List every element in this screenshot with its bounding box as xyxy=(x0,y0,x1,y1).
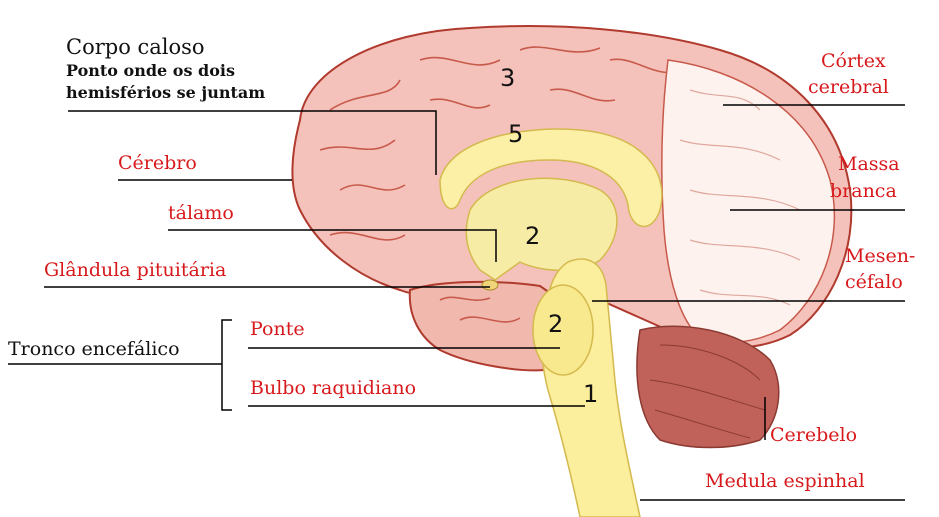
label-ponte: Ponte xyxy=(250,318,305,340)
label-corpo-caloso: Corpo caloso xyxy=(66,36,205,58)
label-bulbo-raquidiano: Bulbo raquidiano xyxy=(250,377,416,399)
label-tronco-encefalico: Tronco encefálico xyxy=(8,338,180,360)
label-corpo-caloso-desc-2: hemisférios se juntam xyxy=(66,82,265,104)
number-1: 1 xyxy=(583,380,598,408)
label-talamo: tálamo xyxy=(168,202,234,224)
label-glandula-pituitaria: Glândula pituitária xyxy=(44,259,226,281)
label-cortex-1: Córtex xyxy=(821,50,886,72)
number-3: 3 xyxy=(500,64,515,92)
label-massa-2: branca xyxy=(830,180,897,202)
label-medula-espinhal: Medula espinhal xyxy=(705,470,865,492)
label-cortex-2: cerebral xyxy=(808,76,889,98)
number-2-thalamus: 2 xyxy=(525,222,540,250)
pituitary-shape xyxy=(482,280,498,290)
number-2-pons: 2 xyxy=(548,310,563,338)
label-mesen-2: céfalo xyxy=(845,271,903,293)
label-cerebelo: Cerebelo xyxy=(770,424,857,446)
label-massa-1: Massa xyxy=(838,153,900,175)
label-mesen-1: Mesen- xyxy=(845,245,915,267)
number-5: 5 xyxy=(508,120,523,148)
label-cerebro: Cérebro xyxy=(118,152,197,174)
label-corpo-caloso-desc-1: Ponto onde os dois xyxy=(66,60,235,82)
